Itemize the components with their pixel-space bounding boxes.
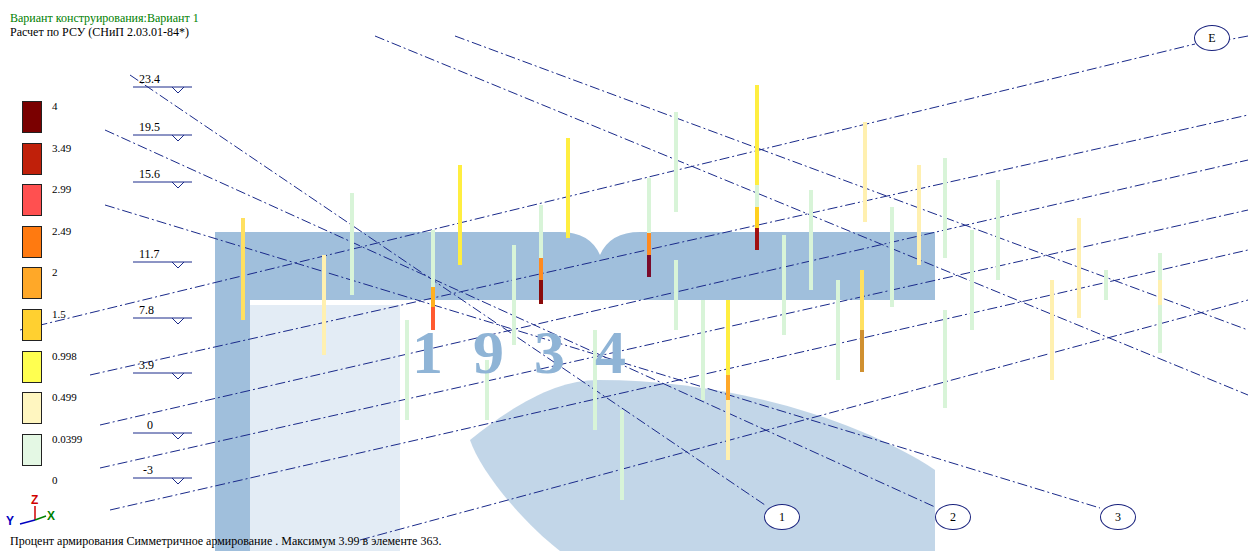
level-mark: 3.9 — [139, 359, 154, 372]
analysis-note: Расчет по РСУ (СНиП 2.03.01-84*) — [10, 26, 189, 39]
level-mark: 7.8 — [139, 304, 154, 317]
legend-swatch — [22, 184, 42, 216]
axis-letter: Y — [6, 515, 14, 528]
axis-letter: X — [47, 510, 55, 523]
axis-bubble: 3 — [1100, 504, 1136, 530]
axis-name: E — [1208, 32, 1215, 44]
level-mark: 0 — [147, 419, 153, 432]
watermark-text: 1934 — [412, 318, 656, 386]
variant-title: Вариант конструирования:Вариант 1 — [10, 12, 199, 25]
legend-value: 2.99 — [52, 183, 71, 195]
axis-bubble: E — [1194, 25, 1230, 51]
level-mark: -3 — [143, 464, 153, 477]
legend-swatch — [22, 392, 42, 424]
legend-swatch — [22, 143, 42, 175]
level-mark: 11.7 — [139, 248, 160, 261]
legend-swatch — [22, 226, 42, 258]
legend-swatch — [22, 351, 42, 383]
legend-swatch — [22, 267, 42, 299]
level-mark: 23.4 — [139, 73, 160, 86]
watermark — [215, 232, 935, 551]
legend-swatch — [22, 309, 42, 341]
legend-value: 2.49 — [52, 225, 71, 237]
legend-swatch — [22, 101, 42, 133]
legend-value: 3.49 — [52, 142, 71, 154]
axis-bubble: 1 — [764, 504, 800, 530]
legend-value: 0 — [52, 474, 58, 486]
axis-name: 2 — [950, 511, 956, 523]
column-bars — [243, 85, 1160, 500]
grid-axes — [20, 36, 1248, 540]
axis-bubble: 2 — [935, 504, 971, 530]
legend-value: 2 — [52, 266, 58, 278]
legend-value: 1.5 — [52, 308, 66, 320]
legend-value: 4 — [52, 100, 58, 112]
status-caption: Процент армирования Симметричное армиров… — [10, 535, 441, 548]
level-marks — [133, 87, 192, 484]
axis-triad — [20, 506, 46, 524]
legend-value: 0.499 — [52, 391, 77, 403]
level-mark: 15.6 — [139, 168, 160, 181]
axis-name: 3 — [1115, 511, 1121, 523]
legend-swatch — [22, 434, 42, 466]
legend-swatch — [22, 468, 42, 472]
legend-value: 0.998 — [52, 350, 77, 362]
axis-name: 1 — [779, 511, 785, 523]
legend-value: 0.0399 — [52, 433, 82, 445]
level-mark: 19.5 — [139, 121, 160, 134]
axis-letter: Z — [31, 494, 38, 507]
